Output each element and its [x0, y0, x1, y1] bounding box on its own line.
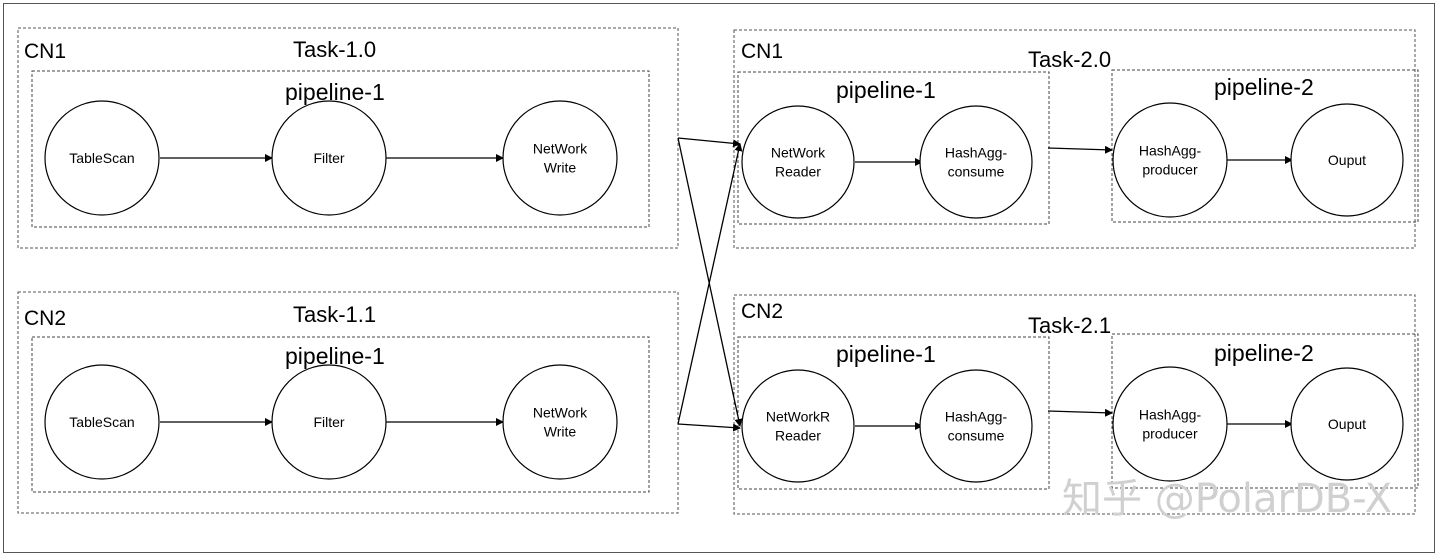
- shuffle-edge: [677, 423, 741, 432]
- pipeline-box-2-1-1: [737, 336, 1050, 490]
- shuffle-edge: [677, 143, 743, 425]
- node-label: Filter: [313, 414, 344, 430]
- watermark: 知乎 @PolarDB-X: [1062, 476, 1392, 522]
- pipeline-label: pipeline-2: [1214, 74, 1314, 100]
- node-label: Filter: [313, 150, 344, 166]
- node-label-line: NetWork: [533, 405, 588, 421]
- node-label-line: Reader: [775, 164, 821, 180]
- node-label: TableScan: [69, 414, 134, 430]
- node-label-line: Ouput: [1328, 416, 1366, 432]
- node-label-line: HashAgg-: [945, 409, 1008, 425]
- pipeline-label: pipeline-2: [1214, 340, 1314, 366]
- node-label-line: NetWorkR: [766, 409, 830, 425]
- node-label-line: HashAgg-: [1139, 143, 1202, 159]
- node-label: NetWorkR Reader: [766, 409, 830, 444]
- node-network-reader: NetWorkR Reader: [741, 369, 855, 483]
- node-label: HashAgg-producer: [1139, 407, 1202, 442]
- node-label-line: Filter: [313, 150, 344, 166]
- pipeline-label: pipeline-1: [285, 79, 385, 105]
- node-label: TableScan: [69, 150, 134, 166]
- node-label-line: Write: [544, 424, 577, 440]
- pipeline-box-1-1-1: [31, 336, 650, 493]
- node-label-line: TableScan: [69, 414, 134, 430]
- shuffle-edge: [677, 137, 741, 148]
- node-label-line: TableScan: [69, 150, 134, 166]
- pipeline-box-1-0-1: [31, 70, 650, 228]
- node-label: HashAgg-producer: [1139, 143, 1202, 178]
- node-label-line: Reader: [775, 428, 821, 444]
- node-hashagg-producer: HashAgg-producer: [1112, 102, 1228, 218]
- node-hashagg-consume: HashAgg-consume: [919, 369, 1033, 483]
- cn-label: CN2: [741, 300, 783, 323]
- task-box-2-1: [733, 294, 1416, 515]
- node-label: Ouput: [1328, 152, 1366, 168]
- node-filter: Filter: [271, 364, 387, 480]
- diagram-frame: [3, 3, 1435, 553]
- node-label: Ouput: [1328, 416, 1366, 432]
- task-label: Task-2.0: [1028, 47, 1111, 72]
- pipeline-label: pipeline-1: [836, 77, 936, 103]
- task-label: Task-1.0: [293, 37, 376, 62]
- edge-arrow: [1047, 145, 1113, 154]
- node-label-line: Ouput: [1328, 152, 1366, 168]
- task-label: Task-1.1: [293, 302, 376, 327]
- task-box-2-0: [733, 29, 1416, 249]
- node-label-line: producer: [1142, 162, 1198, 178]
- node-label: HashAgg-consume: [945, 145, 1008, 180]
- node-label-line: HashAgg-: [1139, 407, 1202, 423]
- node-label: HashAgg-consume: [945, 409, 1008, 444]
- node-label-line: NetWork: [771, 145, 826, 161]
- node-label-line: Filter: [313, 414, 344, 430]
- node-output: Ouput: [1290, 367, 1404, 481]
- node-label-line: consume: [948, 164, 1005, 180]
- node-label-line: Write: [544, 160, 577, 176]
- node-hashagg-consume: HashAgg-consume: [919, 105, 1033, 219]
- cn-label: CN2: [24, 307, 66, 330]
- node-label-line: producer: [1142, 426, 1198, 442]
- node-tablescan: TableScan: [44, 100, 160, 216]
- node-filter: Filter: [271, 100, 387, 216]
- pipeline-label: pipeline-1: [836, 341, 936, 367]
- node-label-line: NetWork: [533, 141, 588, 157]
- cn-label: CN1: [24, 40, 66, 63]
- node-label-line: consume: [948, 428, 1005, 444]
- task-label: Task-2.1: [1028, 313, 1111, 338]
- node-output: Ouput: [1290, 103, 1404, 217]
- cn-label: CN1: [741, 40, 783, 63]
- edge-arrow: [1047, 408, 1113, 417]
- node-hashagg-producer: HashAgg-producer: [1112, 366, 1228, 482]
- node-tablescan: TableScan: [44, 364, 160, 480]
- pipeline-label: pipeline-1: [285, 343, 385, 369]
- node-label-line: HashAgg-: [945, 145, 1008, 161]
- task-box-1-1: [17, 291, 679, 514]
